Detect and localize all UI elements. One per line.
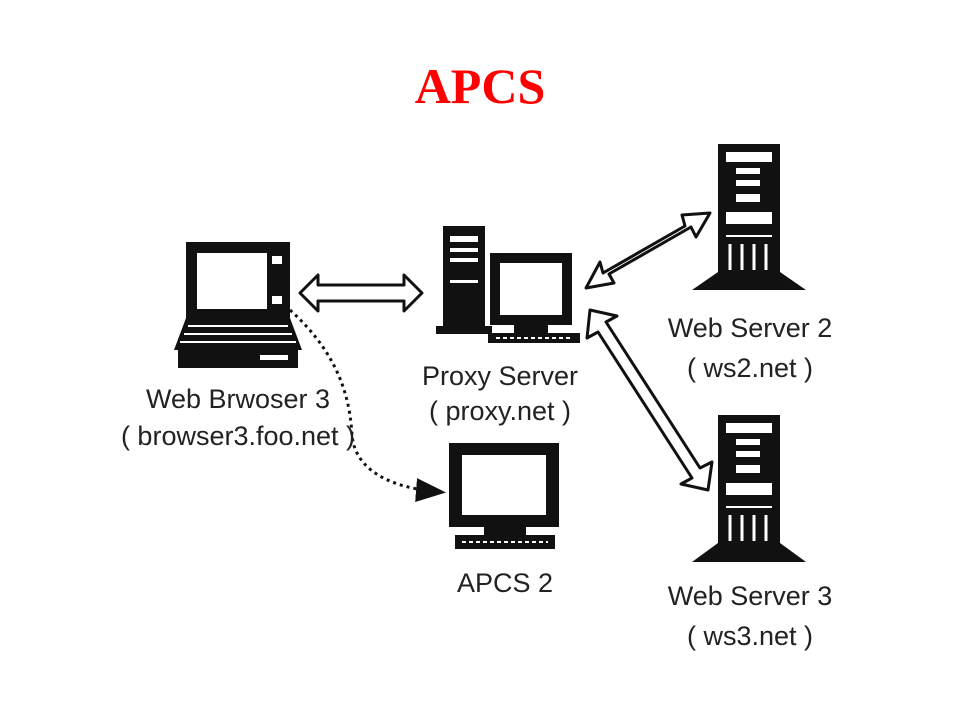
monitor-icon (449, 443, 559, 549)
desktop-computer-icon (436, 226, 580, 343)
proxy-name-label: Proxy Server (422, 361, 578, 391)
ws2-host-label: ( ws2.net ) (687, 353, 813, 383)
browser-host-label: ( browser3.foo.net ) (121, 421, 355, 451)
ws2-name-label: Web Server 2 (668, 313, 833, 343)
slide-title: APCS (414, 58, 546, 114)
server-tower-icon (692, 415, 806, 562)
ws3-host-label: ( ws3.net ) (687, 621, 813, 651)
arrow-browser-proxy (298, 273, 424, 313)
server-tower-icon (692, 144, 806, 290)
arrow-proxy-ws3 (585, 308, 714, 492)
browser-name-label: Web Brwoser 3 (146, 384, 330, 414)
arrow-proxy-ws2 (584, 211, 712, 290)
proxy-host-label: ( proxy.net ) (429, 396, 571, 426)
laptop-icon (174, 242, 302, 368)
ws3-name-label: Web Server 3 (668, 581, 833, 611)
apcs2-name-label: APCS 2 (457, 568, 553, 598)
